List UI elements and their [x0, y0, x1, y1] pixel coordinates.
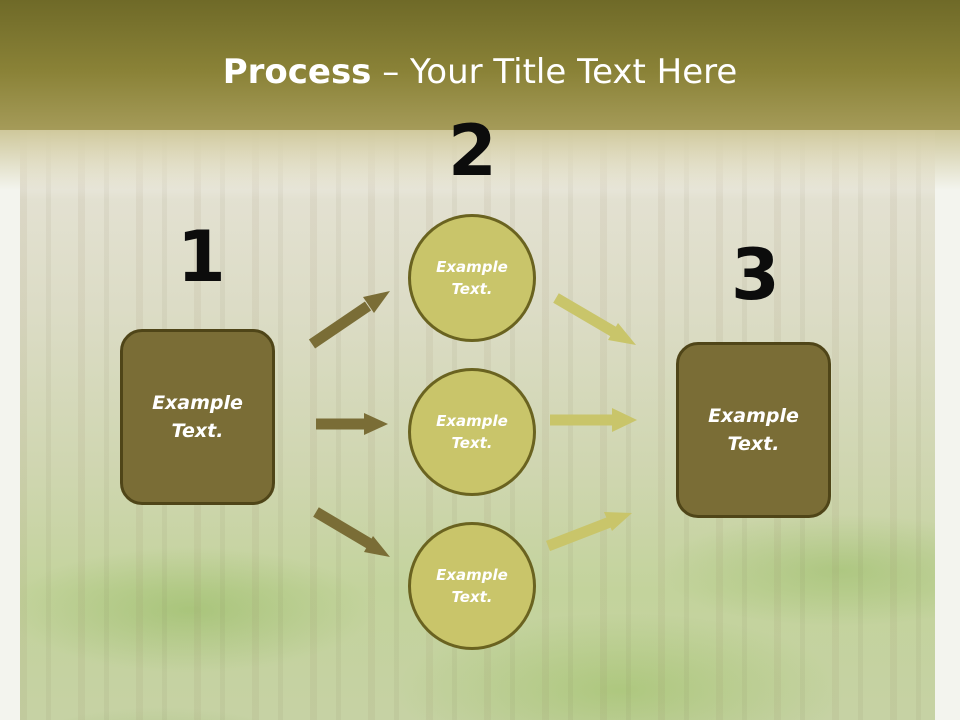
step-1-box: Example Text. — [120, 329, 275, 505]
step-number-3: 3 — [731, 234, 780, 316]
arrow-1-to-middle — [316, 413, 388, 435]
slide-title: Process – Your Title Text Here — [0, 52, 960, 92]
step-2-circle-top: Example Text. — [408, 214, 536, 342]
circle-middle-label: Example Text. — [436, 411, 508, 453]
circle-bottom-label: Example Text. — [436, 565, 508, 607]
title-bold: Process — [222, 52, 372, 92]
arrow-bottom-to-3 — [546, 512, 632, 552]
step-number-1: 1 — [177, 216, 226, 298]
step-number-2: 2 — [448, 110, 497, 192]
title-rest: – Your Title Text Here — [371, 52, 738, 92]
step-3-label: Example Text. — [708, 404, 799, 456]
title-bar-fade — [0, 130, 960, 190]
step-2-circle-bottom: Example Text. — [408, 522, 536, 650]
arrow-top-to-3 — [553, 293, 636, 345]
title-bar — [0, 0, 960, 130]
step-1-label: Example Text. — [152, 391, 243, 443]
arrow-middle-to-3 — [550, 408, 637, 432]
circle-top-label: Example Text. — [436, 257, 508, 299]
step-2-circle-middle: Example Text. — [408, 368, 536, 496]
step-3-box: Example Text. — [676, 342, 831, 518]
arrow-1-to-bottom — [313, 507, 390, 557]
arrow-1-to-top — [308, 291, 390, 349]
